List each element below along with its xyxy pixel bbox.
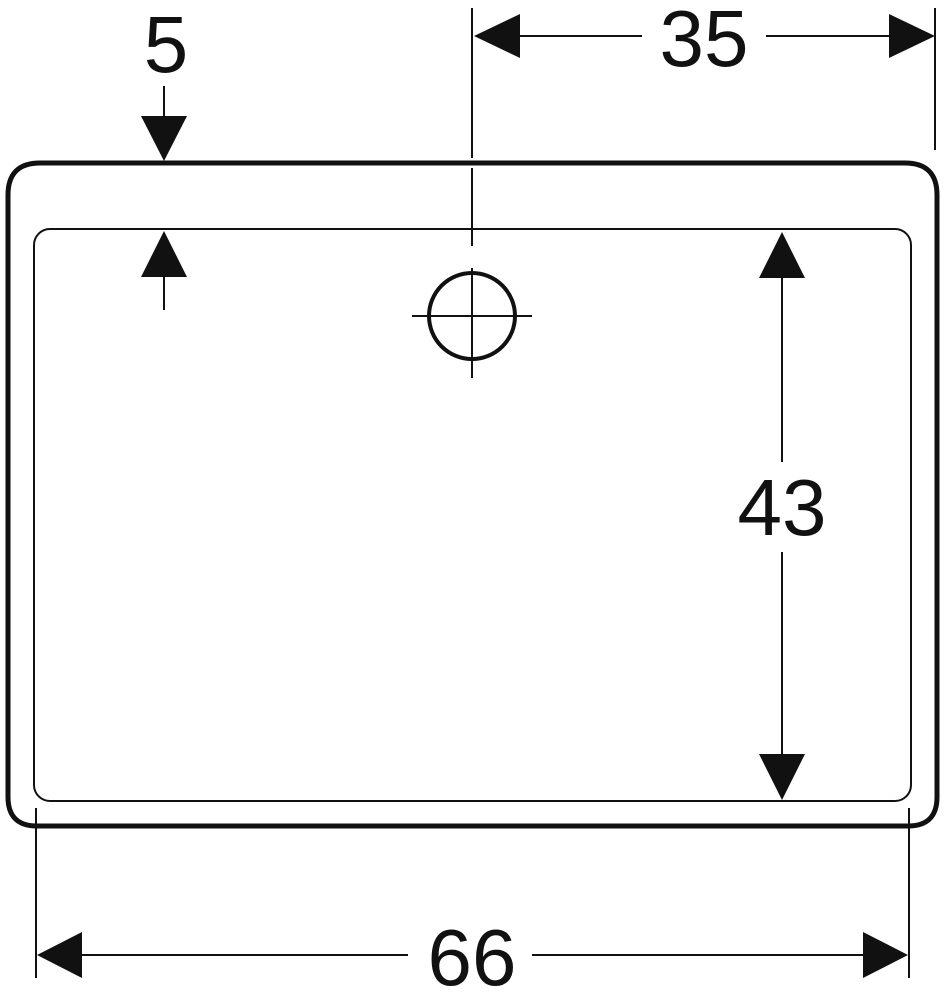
arrow-down-icon — [759, 754, 805, 800]
overall-width-label: 66 — [428, 913, 517, 998]
dimension-overall-width — [35, 808, 910, 978]
arrow-left-icon — [474, 14, 520, 58]
arrow-down-icon — [141, 116, 187, 161]
dimension-rim-width — [141, 86, 187, 310]
arrow-right-icon — [863, 932, 908, 978]
arrow-up-icon — [141, 231, 187, 277]
rim-width-label: 5 — [144, 0, 189, 89]
basin-depth-label: 43 — [738, 463, 827, 552]
dimension-drain-offset — [474, 14, 935, 58]
arrow-left-icon — [37, 932, 82, 978]
arrow-up-icon — [759, 232, 805, 278]
drain-offset-label: 35 — [660, 0, 749, 83]
arrow-right-icon — [889, 14, 935, 58]
dimension-basin-depth — [759, 232, 805, 800]
